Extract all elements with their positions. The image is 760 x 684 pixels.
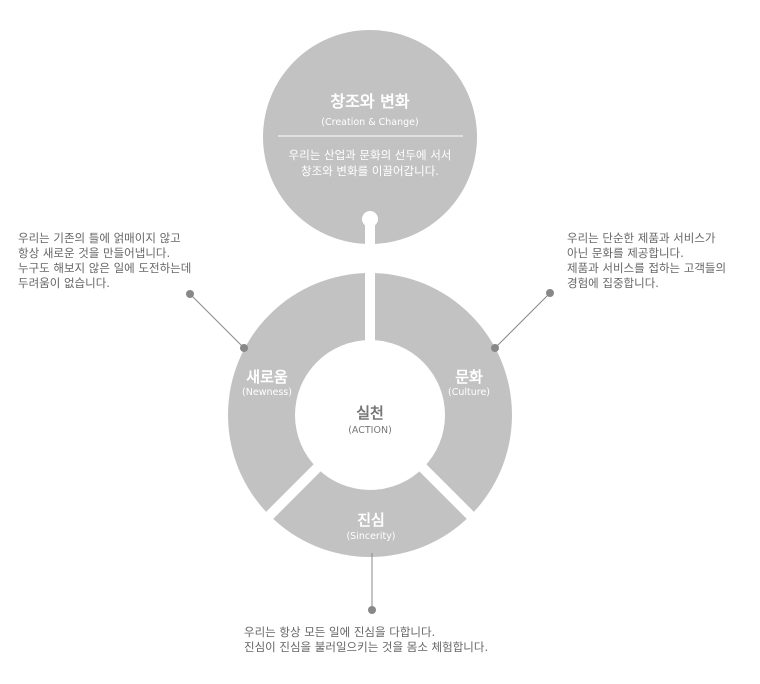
note-right-line-2: 아닌 문화를 제공합니다.	[567, 246, 684, 260]
note-right-line-1: 우리는 단순한 제품과 서비스가	[567, 231, 716, 245]
connector-right	[494, 292, 551, 349]
note-left-line-2: 항상 새로운 것을 만들어냅니다.	[18, 246, 171, 260]
top-subtitle: (Creation & Change)	[321, 117, 418, 128]
center-circle	[295, 340, 445, 490]
note-right-line-3: 제품과 서비스를 접하는 고객들의	[567, 261, 727, 275]
note-right: 우리는 단순한 제품과 서비스가 아닌 문화를 제공합니다. 제품과 서비스를 …	[567, 231, 726, 291]
top-title: 창조와 변화	[330, 92, 409, 111]
connector-bottom-dot	[368, 606, 376, 614]
top-desc-line-2: 창조와 변화를 이끌어갑니다.	[301, 164, 439, 178]
segment-right-subtitle: (Culture)	[448, 387, 490, 398]
top-stem	[365, 224, 375, 244]
note-bottom-line-2: 진심이 진심을 불러일으키는 것을 몸소 체험합니다.	[244, 640, 489, 654]
note-right-line-4: 경험에 집중합니다.	[567, 276, 659, 290]
note-bottom-line-1: 우리는 항상 모든 일에 진심을 다합니다.	[244, 625, 436, 639]
connector-left	[189, 293, 245, 349]
connector-right-dot-outer	[546, 289, 554, 297]
note-left-line-1: 우리는 기존의 틀에 얽매이지 않고	[18, 231, 181, 245]
note-left: 우리는 기존의 틀에 얽매이지 않고 항상 새로운 것을 만들어냅니다. 누구도…	[18, 231, 191, 291]
connector-left-dot-inner	[240, 344, 248, 352]
segment-right-title: 문화	[455, 368, 483, 386]
segment-left-subtitle: (Newness)	[242, 387, 292, 398]
connector-right-dot-inner	[491, 344, 499, 352]
center-title: 실천	[356, 404, 384, 422]
note-left-line-4: 두려움이 없습니다.	[18, 276, 110, 290]
top-dot	[362, 211, 378, 227]
ring-gap-lower-left	[263, 463, 322, 522]
top-desc-line-1: 우리는 산업과 문화의 선두에 서서	[289, 148, 452, 162]
top-circle	[263, 30, 477, 244]
segment-bottom-subtitle: (Sincerity)	[346, 531, 395, 542]
center-subtitle: (ACTION)	[348, 425, 392, 436]
ring	[228, 270, 512, 557]
note-bottom: 우리는 항상 모든 일에 진심을 다합니다. 진심이 진심을 불러일으키는 것을…	[244, 625, 488, 655]
connector-left-dot-outer	[186, 290, 194, 298]
ring-gap-lower-right	[418, 463, 477, 522]
note-left-line-3: 누구도 해보지 않은 일에 도전하는데	[18, 261, 192, 275]
segment-bottom-title: 진심	[357, 511, 385, 529]
segment-left-title: 새로움	[246, 368, 288, 386]
